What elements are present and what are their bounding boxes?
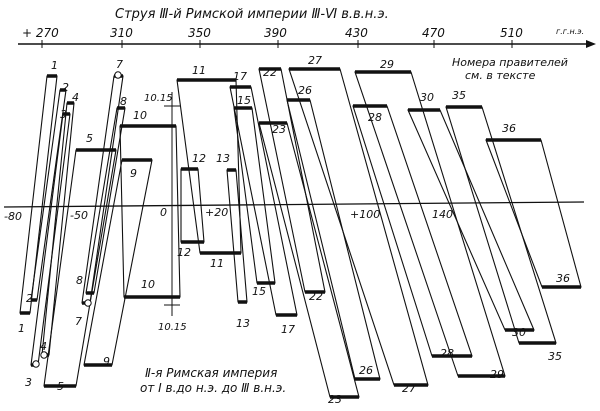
- ruler-number-top: 17: [233, 70, 247, 83]
- top-scale-label: 510: [500, 26, 523, 40]
- ruler-number-top: 2: [62, 81, 69, 94]
- ruler-number-top: 11: [192, 64, 206, 77]
- ruler-number-bottom: 22: [309, 290, 323, 303]
- ruler-number-bottom: 28: [440, 347, 454, 360]
- footer-line-2: от Ⅰ в.до н.э. до Ⅲ в.н.э.: [140, 381, 286, 395]
- top-scale-arrow: [586, 40, 596, 48]
- strip-end-circle: [84, 299, 92, 307]
- ruler-number-top: 29: [380, 58, 394, 71]
- bottom-scale-axis: [3, 201, 585, 208]
- ruler-number-top: 13: [216, 152, 230, 165]
- ruler-number-bottom: 10: [141, 278, 155, 291]
- ruler-number-top: 3: [60, 108, 67, 121]
- note-line-1: Номера правителей: [452, 56, 568, 69]
- top-scale-label: 470: [422, 26, 445, 40]
- top-scale-ticks: [41, 40, 513, 48]
- ruler-number-top: 10: [133, 109, 147, 122]
- axis-label: -80: [4, 210, 22, 223]
- ruler-number-bottom: 35: [548, 350, 562, 363]
- top-scale-label: 430: [345, 26, 368, 40]
- note-line-2: см. в тексте: [465, 69, 536, 82]
- strip-end-circle: [32, 360, 40, 368]
- ruler-number-bottom: 2: [26, 292, 33, 305]
- ruler-number-top: 27: [308, 54, 322, 67]
- unit-label: г.г.н.э.: [556, 27, 584, 36]
- ruler-number-top: 22: [263, 66, 277, 79]
- ruler-number-bottom: 13: [236, 317, 250, 330]
- top-scale-label: + 270: [22, 26, 59, 40]
- axis-label: +20: [205, 206, 228, 219]
- marker-lower-label: 10.15: [158, 322, 187, 333]
- ruler-number-top: 30: [420, 91, 434, 104]
- top-scale-label: 390: [264, 26, 287, 40]
- ruler-number-top: 35: [452, 89, 466, 102]
- diagram-title: Струя Ⅲ-й Римской империи Ⅲ-Ⅵ в.в.н.э.: [115, 7, 389, 22]
- axis-label: -50: [70, 209, 88, 222]
- ruler-number-top: 5: [86, 132, 93, 145]
- ruler-strip: [233, 107, 276, 284]
- ruler-number-top: 23: [272, 123, 286, 136]
- ruler-number-bottom: 29: [490, 368, 504, 381]
- ruler-number-top: 36: [502, 122, 516, 135]
- ruler-number-bottom: 12: [177, 246, 191, 259]
- ruler-number-top: 15: [237, 94, 251, 107]
- ruler-number-top: 26: [298, 84, 312, 97]
- ruler-strip: [445, 106, 557, 344]
- ruler-strip: [258, 68, 326, 293]
- ruler-number-bottom: 30: [512, 326, 526, 339]
- ruler-strip: [286, 99, 381, 380]
- axis-label: +100: [350, 208, 380, 221]
- ruler-strip: [229, 86, 298, 316]
- top-scale-label: 350: [188, 26, 211, 40]
- ruler-strip: [43, 149, 117, 387]
- ruler-strip: [119, 125, 181, 298]
- ruler-number-bottom: 36: [556, 272, 570, 285]
- ruler-number-top: 1: [51, 59, 58, 72]
- ruler-strip: [407, 109, 535, 331]
- strip-end-circle: [40, 351, 48, 359]
- ruler-number-bottom: 23: [328, 393, 342, 406]
- ruler-number-bottom: 27: [402, 382, 416, 395]
- ruler-number-top: 8: [120, 95, 127, 108]
- ruler-number-bottom: 8: [76, 274, 83, 287]
- ruler-strip: [258, 122, 360, 398]
- ruler-strips: 1122334455778899101011111212131315151717…: [18, 54, 582, 406]
- ruler-number-top: 7: [116, 58, 123, 71]
- ruler-number-bottom: 26: [359, 364, 373, 377]
- ruler-strip: [83, 159, 153, 366]
- strip-end-circle: [114, 71, 122, 79]
- ruler-strip: [485, 139, 582, 288]
- ruler-number-bottom: 5: [57, 380, 64, 393]
- footer-line-1: Ⅱ-я Римская империя: [145, 366, 277, 380]
- ruler-number-top: 9: [130, 167, 137, 180]
- ruler-number-bottom: 4: [40, 340, 47, 353]
- ruler-number-bottom: 1: [18, 322, 25, 335]
- ruler-number-top: 12: [192, 152, 206, 165]
- ruler-number-bottom: 15: [252, 285, 266, 298]
- ruler-number-bottom: 3: [25, 376, 32, 389]
- ruler-strip: [30, 89, 67, 301]
- top-scale-label: 310: [110, 26, 133, 40]
- axis-label: 140: [432, 208, 453, 221]
- axis-label: 0: [160, 206, 167, 219]
- ruler-number-bottom: 7: [75, 315, 82, 328]
- ruler-number-bottom: 11: [210, 257, 224, 270]
- marker-upper-label: 10.15: [144, 93, 173, 104]
- ruler-number-top: 4: [72, 91, 79, 104]
- ruler-number-bottom: 9: [103, 355, 110, 368]
- ruler-strip: [226, 169, 248, 303]
- ruler-number-bottom: 17: [281, 323, 295, 336]
